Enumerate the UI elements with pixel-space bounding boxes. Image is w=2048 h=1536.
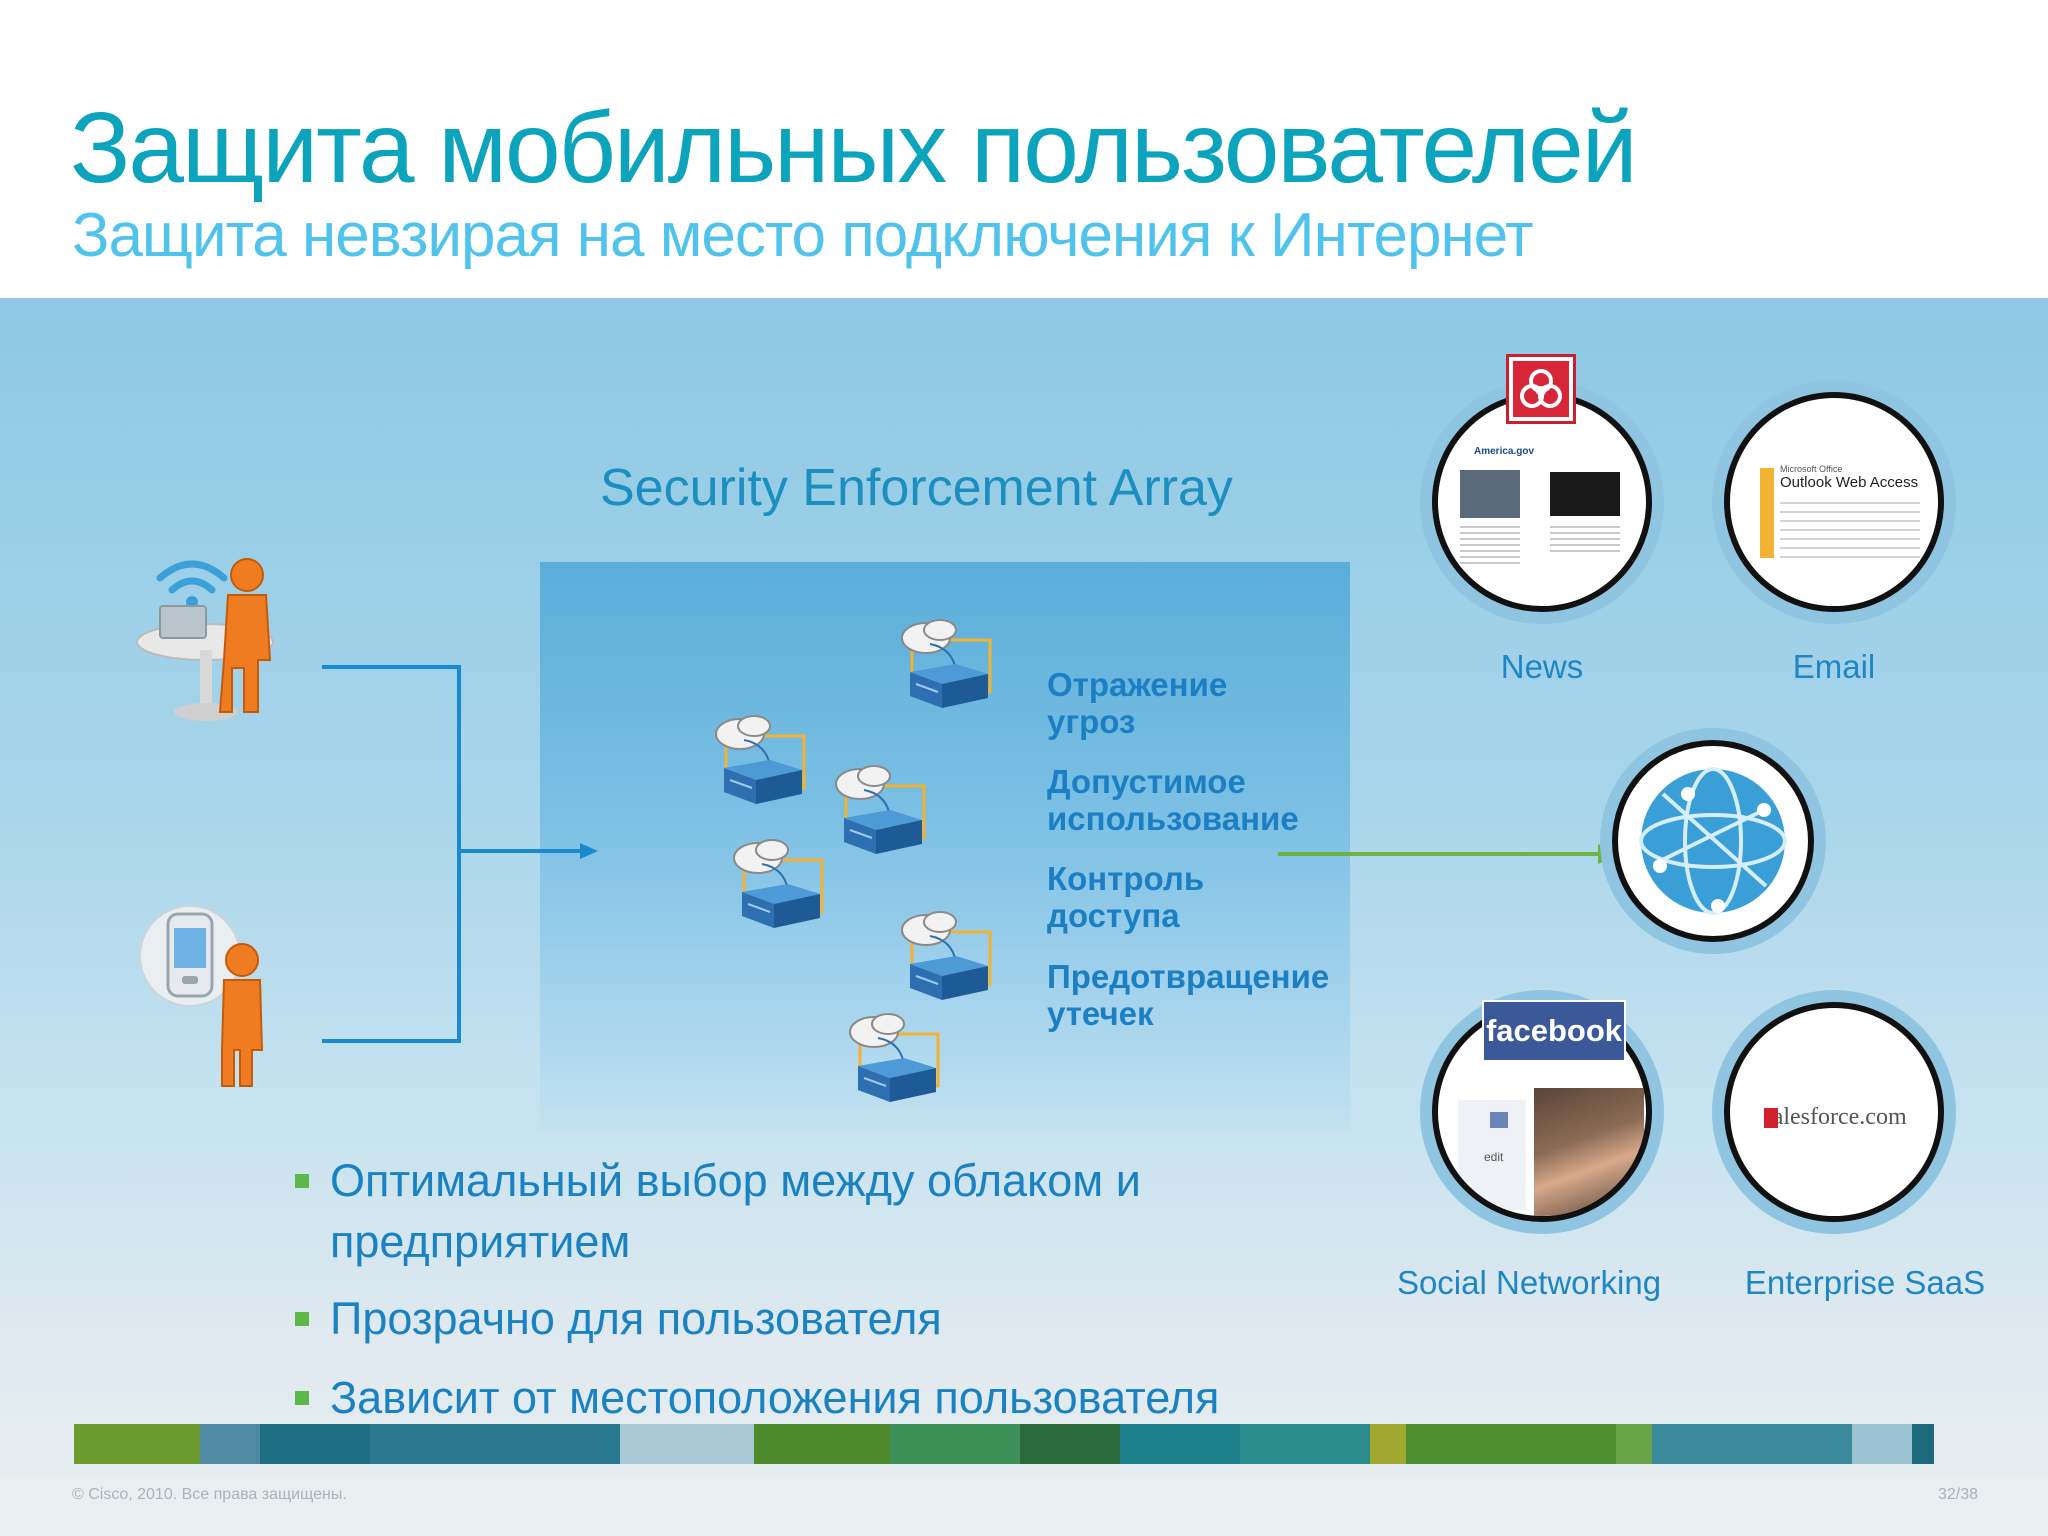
social-label: Social Networking xyxy=(1396,1264,1662,1301)
bullet-text: Прозрачно для пользователя xyxy=(330,1293,942,1344)
bullet-item: Прозрачно для пользователя xyxy=(290,1288,1390,1349)
slide-subtitle: Защита невзирая на место подключения к И… xyxy=(72,201,1534,270)
bullet-text: Зависит от местоположения пользователя xyxy=(330,1372,1220,1423)
mobile-user-icon xyxy=(130,900,290,1105)
profile-photo xyxy=(1534,1088,1644,1216)
function-access-control: Контроль доступа xyxy=(1047,860,1367,934)
function-label: Предотвращение xyxy=(1047,958,1330,995)
bullet-text: Оптимальный выбор между облаком и xyxy=(330,1155,1141,1206)
news-site-label: America.gov xyxy=(1474,446,1535,457)
security-appliance-icon xyxy=(900,910,992,1002)
security-appliance-icon xyxy=(714,714,806,806)
bullet-text: предприятием xyxy=(330,1216,631,1267)
search-icon xyxy=(1490,1112,1508,1128)
security-appliance-icon xyxy=(900,618,992,710)
page-number: 32/38 xyxy=(1938,1486,1979,1503)
security-array-box xyxy=(540,562,1350,1132)
news-thumbnail: America.gov xyxy=(1432,392,1652,612)
function-label: использование xyxy=(1047,800,1299,837)
bullet-item: Зависит от местоположения пользователя xyxy=(290,1367,1390,1428)
security-appliance-icon xyxy=(732,838,824,930)
function-label: угроз xyxy=(1047,703,1136,740)
email-thumbnail: Microsoft Office Outlook Web Access xyxy=(1724,392,1944,612)
news-photo xyxy=(1460,470,1520,518)
laptop-user-icon xyxy=(130,540,290,735)
bullet-square xyxy=(295,1174,309,1188)
outlook-brand: Microsoft Office xyxy=(1780,464,1843,474)
decorative-stripe xyxy=(74,1424,1974,1464)
function-label: Отражение xyxy=(1047,666,1228,703)
security-appliance-icon xyxy=(834,764,926,856)
globe-icon xyxy=(1612,740,1814,942)
news-label: News xyxy=(1500,648,1584,685)
slide-title: Защита мобильных пользователей xyxy=(70,92,1638,204)
footer-bar xyxy=(0,1474,2048,1536)
biohazard-icon xyxy=(1506,354,1576,424)
outlook-title: Outlook Web Access xyxy=(1780,474,1919,491)
security-array-title: Security Enforcement Array xyxy=(600,459,1233,517)
function-label: утечек xyxy=(1047,995,1154,1032)
facebook-edit-label: edit xyxy=(1484,1150,1504,1164)
bullet-square xyxy=(295,1312,309,1326)
bullet-square xyxy=(295,1391,309,1405)
facebook-logo: facebook xyxy=(1482,1000,1626,1062)
salesforce-logo: salesforce.com xyxy=(1763,1104,1907,1130)
saas-thumbnail: salesforce.com xyxy=(1724,1002,1944,1222)
function-label: Контроль xyxy=(1047,860,1205,897)
function-label: Допустимое xyxy=(1047,763,1246,800)
email-label: Email xyxy=(1792,648,1876,685)
function-acceptable-use: Допустимое использование xyxy=(1047,763,1367,837)
saas-label: Enterprise SaaS xyxy=(1744,1264,1986,1301)
function-leak-prevention: Предотвращение утечек xyxy=(1047,958,1367,1032)
news-video xyxy=(1550,472,1620,516)
function-threat-defense: Отражение угроз xyxy=(1047,666,1367,740)
security-appliance-icon xyxy=(848,1012,940,1104)
bullet-item: Оптимальный выбор между облаком и предпр… xyxy=(290,1150,1390,1272)
function-label: доступа xyxy=(1047,897,1180,934)
copyright: © Cisco, 2010. Все права защищены. xyxy=(72,1486,347,1503)
